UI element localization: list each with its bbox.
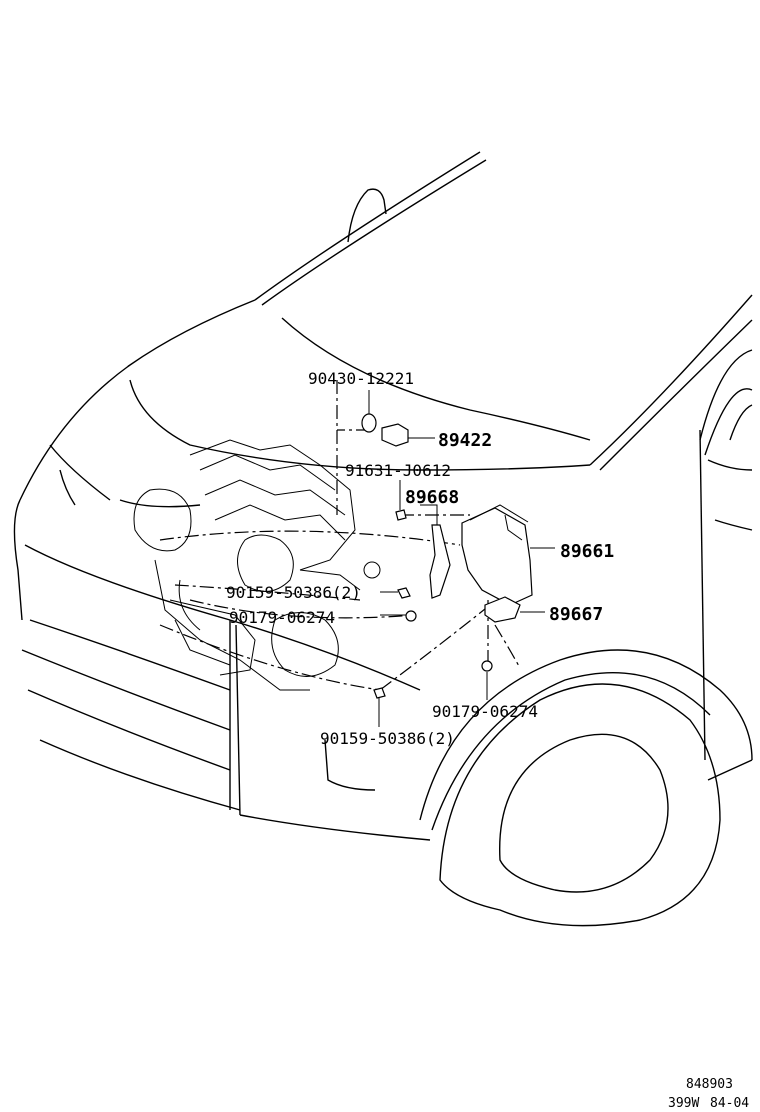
bolt-90159-a-icon bbox=[397, 587, 411, 599]
gasket-90430-icon bbox=[361, 413, 377, 433]
illustration-number: 848903 bbox=[686, 1077, 733, 1092]
footer: 848903 399W 84-04 bbox=[668, 1077, 749, 1111]
callout-labels: 90430-12221 89422 91631-J0612 89668 8966… bbox=[226, 369, 614, 748]
callout-90179-06274-left: 90179-06274 bbox=[229, 608, 335, 627]
catalog-code: 399W bbox=[668, 1096, 699, 1111]
bracket-89668-icon bbox=[429, 524, 451, 599]
engine-assembly bbox=[133, 439, 381, 691]
callout-91631-j0612: 91631-J0612 bbox=[345, 461, 451, 480]
callout-90159-50386-lower: 90159-50386(2) bbox=[320, 729, 455, 748]
page-number: 84-04 bbox=[710, 1096, 749, 1111]
sensor-89422-icon bbox=[381, 423, 409, 447]
parts bbox=[361, 413, 533, 699]
callout-89668: 89668 bbox=[405, 487, 459, 508]
callout-90179-06274-lower: 90179-06274 bbox=[432, 702, 538, 721]
nut-90179-a-icon bbox=[405, 610, 417, 622]
bolt-91631-icon bbox=[395, 509, 407, 521]
callout-89661: 89661 bbox=[560, 541, 614, 562]
callout-90159-50386-upper: 90159-50386(2) bbox=[226, 583, 361, 602]
ecu-89661-icon bbox=[461, 507, 533, 606]
vehicle-outline bbox=[13, 151, 753, 927]
bolt-90159-b-icon bbox=[373, 687, 386, 699]
bracket-89667-icon bbox=[484, 596, 521, 623]
ecu-89661-top-edge bbox=[469, 504, 529, 523]
nut-90179-b-icon bbox=[481, 660, 493, 672]
callout-89422: 89422 bbox=[438, 430, 492, 451]
leader-lines bbox=[368, 390, 555, 727]
reference-dashed-lines bbox=[159, 380, 521, 691]
callout-90430-12221: 90430-12221 bbox=[308, 369, 414, 388]
ecu-89661-connector bbox=[504, 514, 523, 541]
callout-89667: 89667 bbox=[549, 604, 603, 625]
